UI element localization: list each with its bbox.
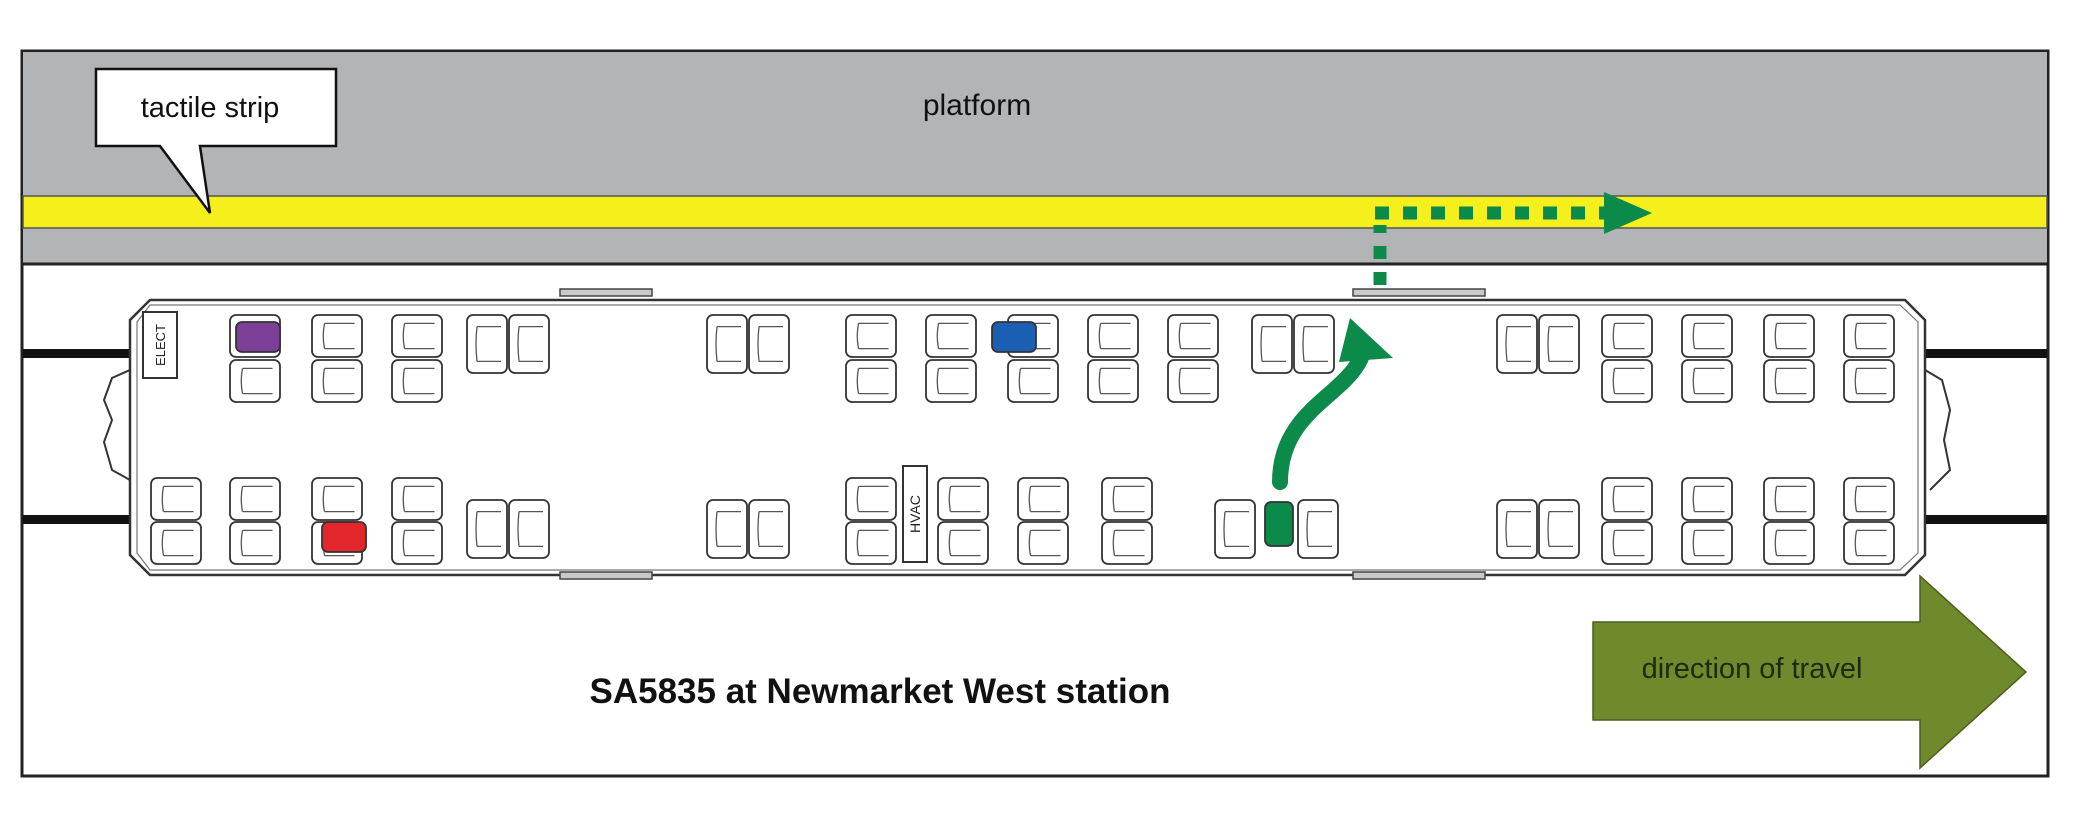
seat [1297, 499, 1339, 559]
route-arrowhead [1339, 318, 1393, 362]
seat [845, 314, 897, 358]
elect-label: ELECT [153, 324, 168, 366]
seat [845, 521, 897, 565]
seat [1601, 477, 1653, 521]
seat [937, 477, 989, 521]
highlighted-seat-blue [991, 321, 1037, 353]
seat [1538, 314, 1580, 374]
seat [1167, 359, 1219, 403]
seat [1843, 314, 1895, 358]
seat [1017, 521, 1069, 565]
seat [1087, 314, 1139, 358]
platform-label: platform [923, 89, 1031, 122]
seat [925, 314, 977, 358]
seat [229, 521, 281, 565]
seat [937, 521, 989, 565]
seat [1681, 521, 1733, 565]
seat [748, 499, 790, 559]
seat [391, 477, 443, 521]
highlighted-seat-purple [235, 321, 281, 353]
seat [1681, 359, 1733, 403]
seat [150, 477, 202, 521]
seat [150, 521, 202, 565]
seat [1843, 521, 1895, 565]
seat [1101, 477, 1153, 521]
seat [508, 314, 550, 374]
seat [1167, 314, 1219, 358]
seat [1496, 314, 1538, 374]
seat [1087, 359, 1139, 403]
seat-layout [150, 314, 1895, 565]
seat [845, 359, 897, 403]
seat [466, 314, 508, 374]
seat [311, 359, 363, 403]
elect-cabinet [142, 311, 178, 379]
seat [1763, 521, 1815, 565]
seat [925, 359, 977, 403]
diagram-caption: SA5835 at Newmarket West station [590, 672, 1171, 711]
seat [229, 477, 281, 521]
seat [1601, 521, 1653, 565]
tactile-strip-label: tactile strip [141, 92, 280, 124]
seat [1601, 314, 1653, 358]
seat [1017, 477, 1069, 521]
seat [748, 314, 790, 374]
highlighted-seat-green [1264, 501, 1294, 547]
callout-icon [94, 67, 338, 214]
seat [1843, 359, 1895, 403]
seat [1007, 359, 1059, 403]
direction-label: direction of travel [1642, 653, 1863, 685]
seat [508, 499, 550, 559]
seat [1251, 314, 1293, 374]
seat [706, 499, 748, 559]
hvac-cabinet [902, 465, 928, 563]
tactile-strip [22, 195, 2048, 229]
seat [1538, 499, 1580, 559]
seat [466, 499, 508, 559]
train-car [102, 288, 1952, 580]
seat [706, 314, 748, 374]
seat [1214, 499, 1256, 559]
seat [391, 359, 443, 403]
rails [23, 349, 2047, 524]
seat [229, 359, 281, 403]
seat [311, 477, 363, 521]
seat [1843, 477, 1895, 521]
seat [1101, 521, 1153, 565]
seat [311, 314, 363, 358]
seat [845, 477, 897, 521]
seat [1681, 477, 1733, 521]
route-arrowhead-platform [1604, 192, 1652, 234]
seat [391, 521, 443, 565]
hvac-label: HVAC [907, 495, 923, 533]
seat [1763, 314, 1815, 358]
seat [1681, 314, 1733, 358]
direction-arrow-icon [1592, 574, 2028, 770]
seat [391, 314, 443, 358]
seat [1496, 499, 1538, 559]
seat [1293, 314, 1335, 374]
highlighted-seat-red [321, 521, 367, 553]
seat [1763, 477, 1815, 521]
seat [1601, 359, 1653, 403]
exit-route [1272, 192, 1652, 490]
seat [1763, 359, 1815, 403]
